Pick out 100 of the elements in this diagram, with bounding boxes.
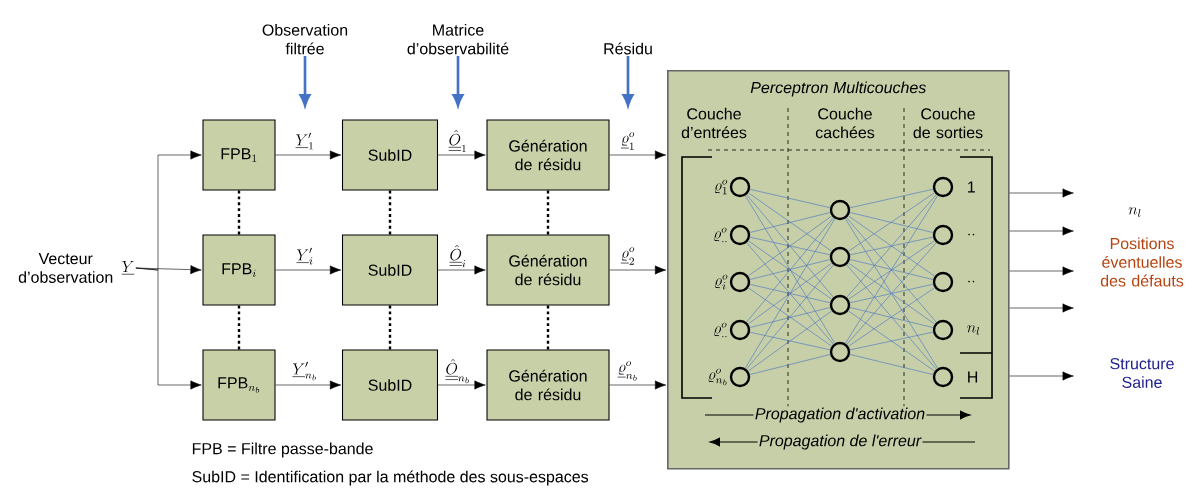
connection-line — [749, 212, 831, 233]
connection-line — [846, 217, 937, 323]
neuron-circle — [729, 271, 751, 293]
arrow — [622, 56, 634, 107]
arrow — [275, 150, 342, 160]
process-box: SubID — [341, 119, 439, 191]
output-label: $n_{l}$ — [1128, 207, 1141, 217]
output-label: Structure Saine — [1110, 358, 1174, 388]
neuron-label: $\varrho_{..}^{o}$ — [714, 227, 727, 243]
edge-label: $\underline{Y}'_{i}$ — [296, 247, 313, 265]
connection-line — [849, 307, 934, 328]
connection-line — [746, 217, 834, 323]
connection-line — [746, 242, 834, 345]
arrow — [609, 265, 667, 275]
process-box: Génération de résidu — [486, 234, 610, 306]
neuron-label: $\cdot\cdot$ — [968, 280, 975, 283]
arrow — [135, 267, 202, 390]
connection-line — [749, 189, 831, 208]
connection-line — [846, 194, 937, 298]
neuron-circle — [932, 176, 954, 198]
connection-line — [748, 240, 832, 300]
neuron-label: 1 — [968, 181, 975, 193]
arrow — [1009, 226, 1074, 236]
connection-line — [748, 215, 833, 277]
arrow — [452, 56, 464, 107]
annotation-text: Observation filtrée — [262, 24, 348, 55]
connection-line — [848, 215, 935, 277]
axis-label: Propagation d'activation — [753, 406, 927, 424]
connection-line — [849, 212, 934, 233]
arrow — [135, 265, 202, 275]
connection-line — [746, 264, 834, 370]
neuron-label: $\cdot\cdot$ — [968, 233, 975, 236]
process-box: Génération de résidu — [486, 349, 610, 421]
arrow — [275, 265, 342, 275]
annotation-text: Matrice d’observabilité — [407, 24, 509, 55]
connection-line — [848, 310, 935, 372]
arrow — [275, 380, 342, 390]
layer-heading: Couche cachées — [815, 107, 875, 139]
connection-line — [745, 195, 835, 344]
connection-line — [848, 240, 935, 300]
arrow — [1009, 266, 1074, 276]
layer-heading: Couche d’entrées — [681, 107, 747, 139]
arrow — [1009, 371, 1074, 381]
neuron-circle — [932, 319, 954, 341]
annotation-text: Résidu — [604, 42, 652, 55]
arrow — [1009, 188, 1074, 198]
neuron-label: H — [968, 371, 978, 383]
arrow — [437, 150, 486, 160]
connection-line — [749, 259, 831, 280]
connection-line — [749, 307, 831, 328]
dotted-line — [237, 305, 241, 350]
edge-label: $\underline{\varrho}_{1}^{o}$ — [620, 132, 635, 150]
connection-line — [748, 287, 832, 347]
neuron-circle — [829, 294, 851, 316]
edge-label: $\underline{\underline{\hat{O}}}_{i}$ — [449, 244, 466, 268]
dotted-line — [388, 305, 392, 350]
arrow — [609, 150, 667, 160]
arrow — [299, 56, 311, 107]
neuron-circle — [729, 224, 751, 246]
neuron-label: $n_{l}$ — [967, 325, 979, 335]
neuron-circle — [932, 271, 954, 293]
connection-line — [749, 354, 831, 375]
connection-line — [848, 262, 935, 325]
connection-line — [746, 194, 834, 298]
arrow — [437, 380, 486, 390]
connection-line — [845, 195, 938, 344]
process-box: $\text{FPB}_{n_b}$ — [202, 349, 276, 421]
connection-line — [749, 236, 831, 256]
axis-label: Propagation de l'erreur — [757, 433, 923, 451]
connection-line — [747, 262, 833, 325]
connection-line — [845, 218, 938, 369]
dotted-line — [546, 190, 550, 235]
neuron-circle — [932, 366, 954, 388]
edge-label: $\underline{\varrho}_{2}^{o}$ — [620, 247, 635, 265]
neuron-label: $\varrho_{n_b}^{o}$ — [708, 368, 727, 386]
connection-line — [849, 259, 934, 280]
arrow — [609, 380, 667, 390]
neuron-circle — [829, 199, 851, 221]
connection-line — [749, 331, 831, 351]
arrow — [1009, 303, 1074, 313]
connection-line — [748, 192, 832, 252]
output-label: Positions éventuelles des défauts — [1100, 237, 1184, 287]
arrow — [437, 265, 486, 275]
neuron-circle — [829, 341, 851, 363]
edge-label: $\underline{\underline{\hat{O}}}_{n_b}$ — [445, 358, 469, 384]
edge-label: $\underline{\varrho}_{n_b}^{o}$ — [617, 361, 637, 381]
connection-line — [846, 242, 937, 345]
process-box: $\text{FPB}_{i}$ — [202, 234, 276, 306]
connection-line — [849, 331, 934, 351]
dotted-line — [546, 305, 550, 350]
connection-line — [849, 354, 934, 375]
layer-heading: Couche de sorties — [913, 107, 983, 139]
input-label: Vecteur d’observation $\underline{Y}$ — [18, 253, 135, 283]
connection-line — [749, 284, 831, 304]
neuron-label: $\varrho_{1}^{o}$ — [714, 179, 728, 195]
connection-line — [849, 188, 934, 209]
neuron-circle — [932, 224, 954, 246]
process-box: $\text{FPB}_{1}$ — [202, 119, 276, 191]
dotted-line — [388, 190, 392, 235]
neuron-circle — [729, 319, 751, 341]
